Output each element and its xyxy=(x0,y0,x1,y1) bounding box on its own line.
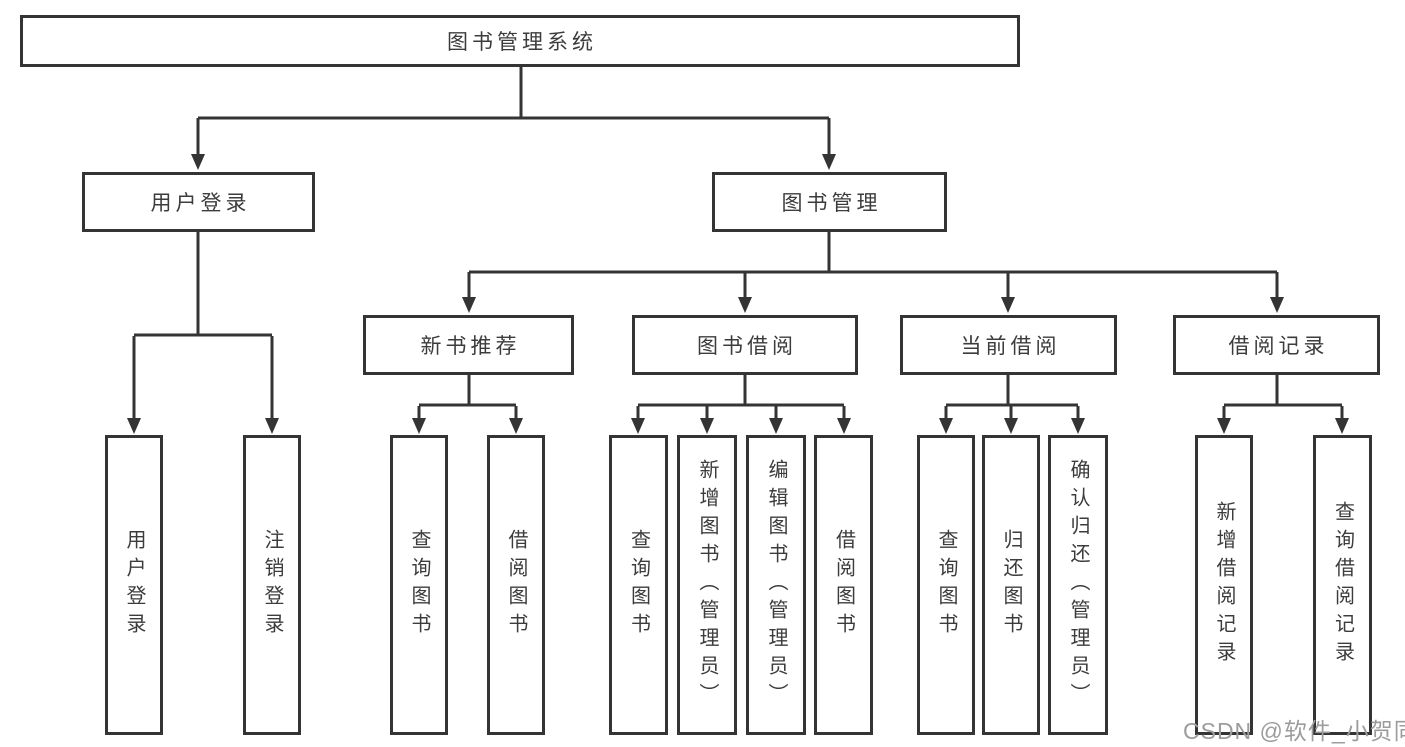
node-label: 借阅图书 xyxy=(832,529,855,641)
leaf-query-books: 查询图书 xyxy=(609,435,668,735)
leaf-query-books: 查询图书 xyxy=(917,435,975,735)
node-current-borrowing: 当前借阅 xyxy=(900,315,1117,375)
node-label: 查询借阅记录 xyxy=(1331,501,1354,669)
node-label: 查询图书 xyxy=(627,529,650,641)
leaf-query-books: 查询图书 xyxy=(390,435,448,735)
leaf-logout: 注销登录 xyxy=(243,435,301,735)
watermark: CSDN @软件_小贺同学 xyxy=(1183,712,1405,746)
node-book-management: 图书管理 xyxy=(712,172,947,232)
leaf-confirm-return-admin: 确认归还（管理员） xyxy=(1048,435,1108,735)
node-label: 确认归还（管理员） xyxy=(1067,459,1089,711)
node-label: 用户登录 xyxy=(123,529,145,641)
leaf-borrow-books: 借阅图书 xyxy=(487,435,545,735)
leaf-borrow-books: 借阅图书 xyxy=(814,435,873,735)
leaf-user-login: 用户登录 xyxy=(105,435,163,735)
node-label: 新增借阅记录 xyxy=(1213,501,1235,669)
node-label: 编辑图书（管理员） xyxy=(765,459,787,711)
leaf-add-books-admin: 新增图书（管理员） xyxy=(677,435,737,735)
node-book-borrowing: 图书借阅 xyxy=(632,315,858,375)
node-label: 查询图书 xyxy=(408,529,430,641)
leaf-return-books: 归还图书 xyxy=(982,435,1040,735)
leaf-edit-books-admin: 编辑图书（管理员） xyxy=(746,435,806,735)
node-user-login: 用户登录 xyxy=(82,172,315,232)
node-label: 归还图书 xyxy=(1000,529,1022,641)
node-borrowing-records: 借阅记录 xyxy=(1173,315,1380,375)
leaf-query-borrow-record: 查询借阅记录 xyxy=(1313,435,1372,735)
node-new-book-recommend: 新书推荐 xyxy=(363,315,574,375)
node-label: 新增图书（管理员） xyxy=(696,459,718,711)
node-label: 查询图书 xyxy=(935,529,957,641)
node-label: 注销登录 xyxy=(261,529,283,641)
node-library-system: 图书管理系统 xyxy=(20,15,1020,67)
node-label: 借阅图书 xyxy=(505,529,527,641)
leaf-add-borrow-record: 新增借阅记录 xyxy=(1195,435,1253,735)
watermark-text: CSDN @软件_小贺同 xyxy=(1183,718,1405,744)
